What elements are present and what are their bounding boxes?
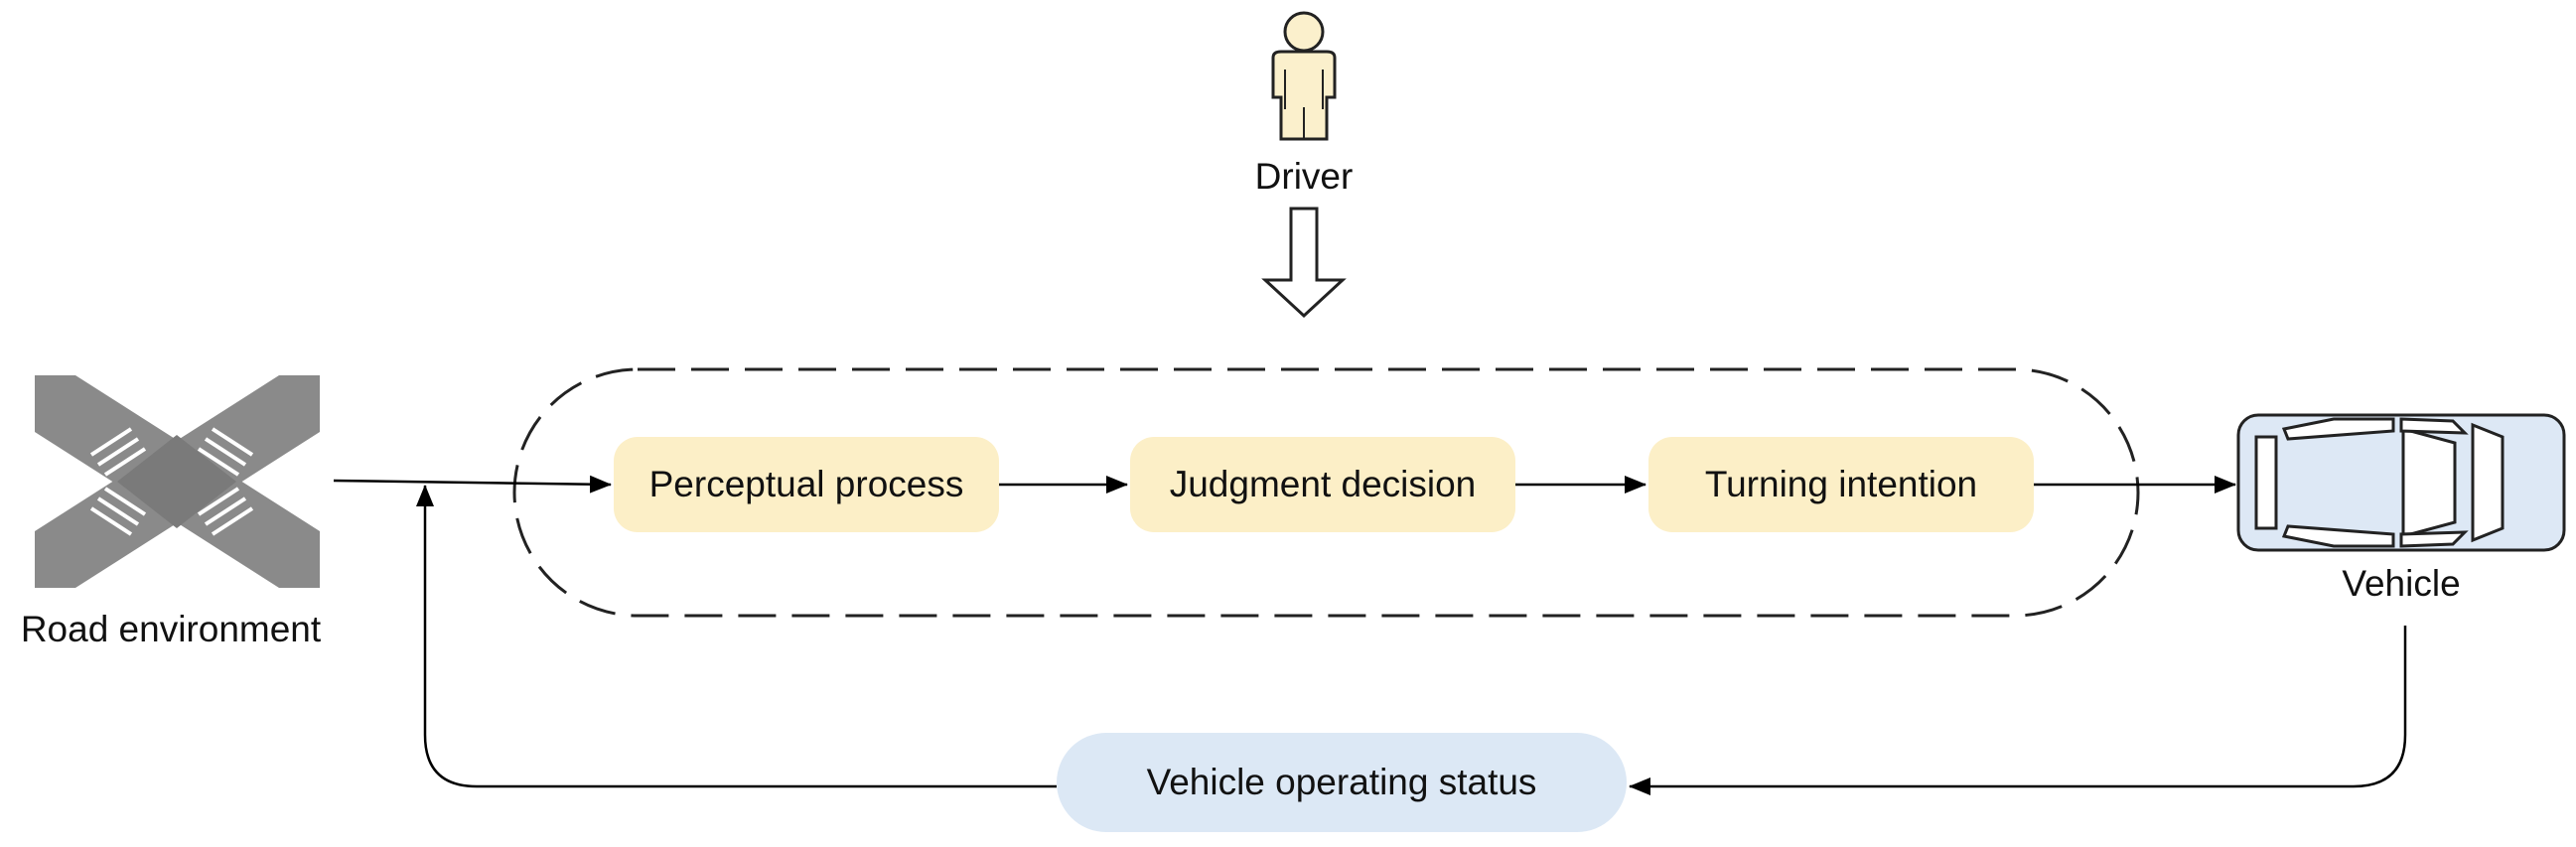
- road-label: Road environment: [21, 609, 322, 649]
- arrow-status-to-input: [416, 485, 1057, 788]
- hollow-down-arrow: [1261, 207, 1347, 319]
- driver-label: Driver: [1255, 156, 1354, 197]
- arrow-vehicle-to-status: [1629, 626, 2407, 795]
- step-turning-intention: Turning intention: [1705, 464, 1977, 504]
- vehicle-label: Vehicle: [2342, 563, 2460, 604]
- feedback-label: Vehicle operating status: [1147, 762, 1537, 802]
- arrow-road-to-perceptual: [333, 475, 612, 494]
- car-icon: [2236, 413, 2566, 552]
- person-icon: [1271, 11, 1337, 141]
- process-step: Turning intention: [1648, 437, 2034, 532]
- intersection-icon: [35, 375, 320, 588]
- step-judgment-decision: Judgment decision: [1170, 464, 1477, 504]
- driver-process-boundary: [512, 367, 2140, 618]
- feedback-node: Vehicle operating status: [1057, 733, 1627, 832]
- process-step: Perceptual process: [614, 437, 999, 532]
- step-perceptual-process: Perceptual process: [649, 464, 964, 504]
- process-step: Judgment decision: [1130, 437, 1515, 532]
